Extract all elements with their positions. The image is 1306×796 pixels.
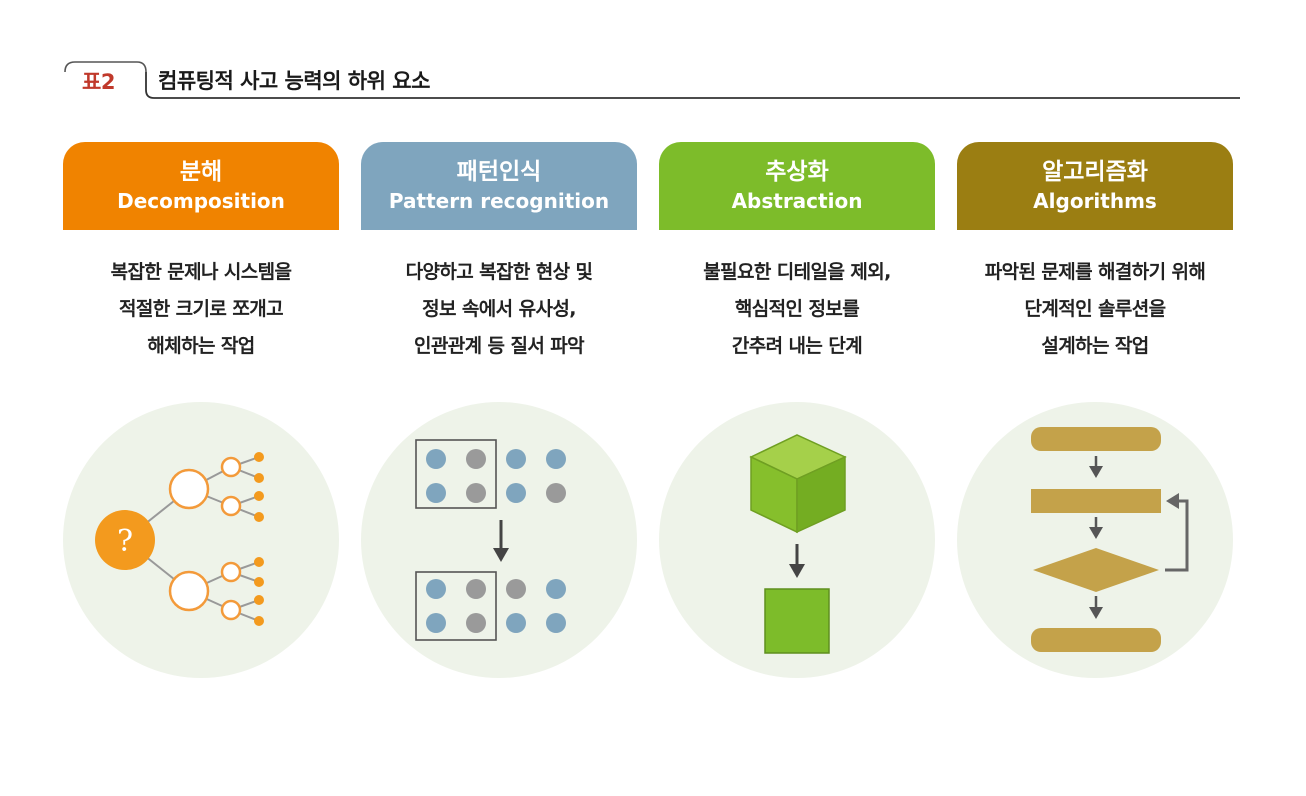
header-band-pattern: 패턴인식 Pattern recognition (361, 142, 637, 230)
svg-text:?: ? (117, 524, 133, 559)
title-ko: 추상화 (765, 159, 829, 185)
column-pattern-recognition: 패턴인식 Pattern recognition 다양하고 복잡한 현상 및 정… (361, 142, 637, 702)
column-decomposition: 분해 Decomposition 복잡한 문제나 시스템을 적절한 크기로 쪼개… (63, 142, 339, 702)
figure-tag: 표2 (82, 70, 115, 94)
figure-header: 표2 컴퓨팅적 사고 능력의 하위 요소 (62, 58, 1242, 102)
title-en: Abstraction (731, 189, 863, 213)
figure-title: 컴퓨팅적 사고 능력의 하위 요소 (158, 69, 430, 93)
flowchart-icon (957, 402, 1233, 678)
column-algorithms: 알고리즘화 Algorithms 파악된 문제를 해결하기 위해 단계적인 솔루… (957, 142, 1233, 702)
cube-to-square-icon (659, 402, 935, 678)
header-band-decomposition: 분해 Decomposition (63, 142, 339, 230)
header-bracket-line (64, 61, 1240, 99)
title-en: Pattern recognition (388, 189, 610, 213)
title-en: Algorithms (1033, 189, 1157, 213)
description: 불필요한 디테일을 제외, 핵심적인 정보를 간추려 내는 단계 (703, 261, 891, 357)
description: 복잡한 문제나 시스템을 적절한 크기로 쪼개고 해체하는 작업 (110, 261, 292, 357)
title-ko: 알고리즘화 (1042, 159, 1148, 185)
dot-pattern-icon (361, 402, 637, 678)
tree-decomposition-icon: ? (63, 402, 339, 678)
header-band-abstraction: 추상화 Abstraction (659, 142, 935, 230)
title-ko: 분해 (179, 159, 223, 185)
column-abstraction: 추상화 Abstraction 불필요한 디테일을 제외, 핵심적인 정보를 간… (659, 142, 935, 702)
description: 파악된 문제를 해결하기 위해 단계적인 솔루션을 설계하는 작업 (984, 261, 1206, 357)
description: 다양하고 복잡한 현상 및 정보 속에서 유사성, 인관관계 등 질서 파악 (405, 261, 593, 357)
title-en: Decomposition (117, 189, 285, 213)
title-ko: 패턴인식 (456, 159, 542, 185)
header-band-algorithms: 알고리즘화 Algorithms (957, 142, 1233, 230)
